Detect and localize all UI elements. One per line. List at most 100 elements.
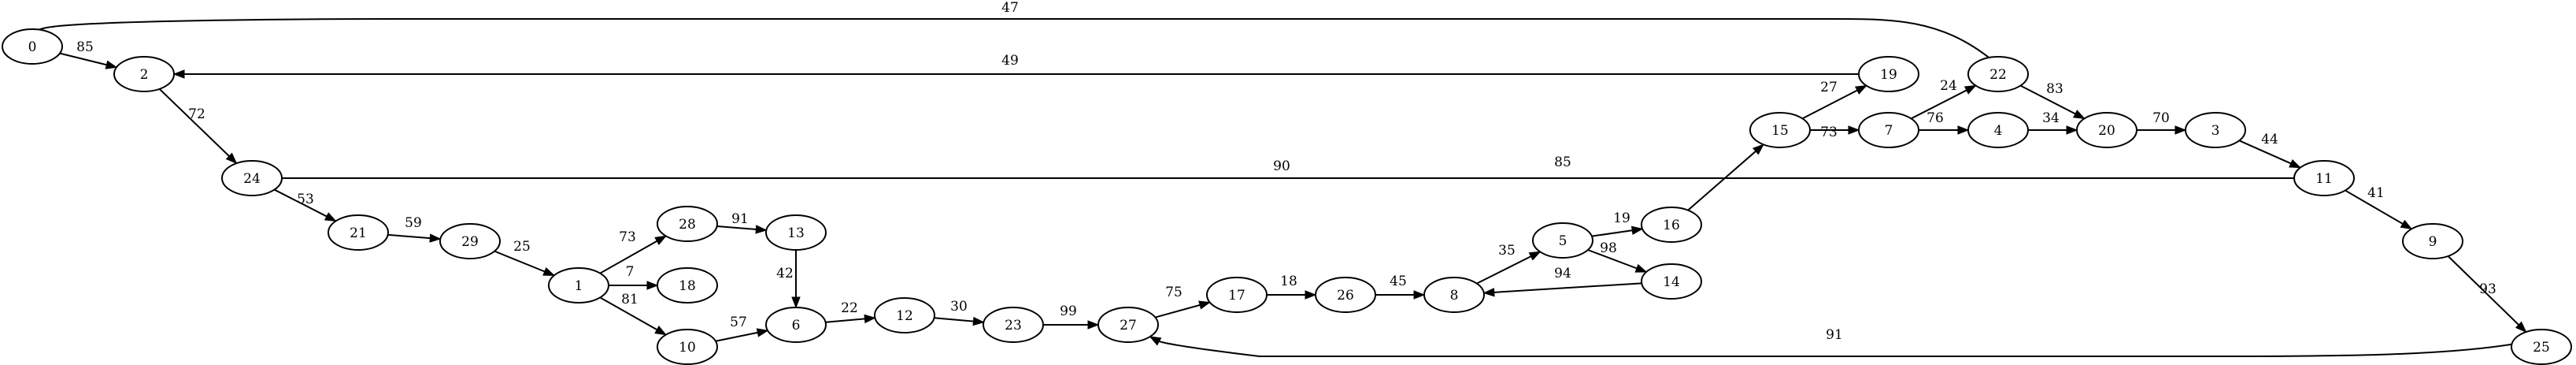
node-17: 17 (1206, 277, 1268, 313)
edge-weight-label: 73 (619, 229, 636, 245)
edge-weight-label: 57 (730, 315, 747, 330)
arrowhead (1848, 125, 1860, 135)
node-label: 11 (2315, 171, 2333, 187)
node-label: 25 (2533, 340, 2550, 356)
arrowhead (972, 316, 985, 326)
node-label: 23 (1005, 318, 1022, 333)
edge-6-12: 22 (825, 300, 876, 324)
edge-8-5: 35 (1476, 243, 1542, 285)
edge-line (274, 188, 336, 222)
arrowhead (1087, 320, 1100, 330)
node-ellipse (657, 206, 718, 242)
node-1: 1 (548, 267, 609, 304)
node-ellipse (113, 56, 175, 92)
arrowhead (225, 152, 238, 165)
edge-weight-label: 93 (2479, 281, 2496, 297)
arrowhead (1854, 84, 1867, 95)
node-0: 0 (2, 28, 63, 65)
edge-23-27: 99 (1043, 304, 1100, 330)
edge-weight-label: 85 (1554, 155, 1571, 170)
node-ellipse (2293, 160, 2355, 196)
node-ellipse (439, 223, 501, 259)
node-ellipse (1858, 56, 1919, 92)
edge-weight-label: 99 (1060, 304, 1077, 319)
node-label: 21 (350, 225, 367, 241)
edge-16-15: 85 (1554, 143, 1764, 211)
edge-11-9: 41 (2345, 185, 2413, 230)
node-13: 13 (765, 214, 827, 251)
arrowhead (646, 281, 659, 290)
node-ellipse (2, 28, 63, 65)
node-10: 10 (657, 329, 718, 365)
edge-11-24: 90 (271, 158, 2295, 183)
arrowhead (542, 266, 556, 276)
arrowhead (1752, 143, 1764, 155)
edge-weight-label: 35 (1498, 243, 1516, 259)
edge-5-14: 98 (1587, 240, 1648, 273)
node-label: 15 (1771, 123, 1789, 139)
node-label: 5 (1559, 233, 1567, 249)
arrowhead (1305, 290, 1317, 300)
arrowhead (1630, 225, 1644, 235)
node-ellipse (1858, 112, 1919, 148)
node-19: 19 (1858, 56, 1919, 92)
node-ellipse (2076, 112, 2137, 148)
node-label: 9 (2429, 234, 2437, 250)
edge-weight-label: 73 (1820, 125, 1838, 140)
edge-weight-label: 83 (2046, 81, 2063, 97)
node-ellipse (657, 267, 718, 304)
node-16: 16 (1641, 207, 1702, 243)
node-4: 4 (1967, 112, 2029, 148)
edge-15-19: 27 (1801, 80, 1867, 120)
edge-weight-label: 91 (1826, 327, 1843, 343)
edge-7-4: 76 (1919, 110, 1970, 135)
arrowhead (2174, 125, 2187, 135)
arrowhead (1957, 125, 1970, 135)
edge-weight-label: 30 (950, 299, 968, 315)
node-label: 22 (1989, 67, 2007, 83)
arrowhead (1528, 251, 1542, 261)
edge-10-6: 57 (715, 315, 769, 342)
edge-24-21: 53 (274, 188, 337, 222)
arrowhead (654, 235, 668, 245)
node-ellipse (657, 329, 718, 365)
node-18: 18 (657, 267, 718, 304)
node-21: 21 (328, 214, 389, 251)
node-ellipse (2185, 112, 2246, 148)
node-ellipse (1206, 277, 1268, 313)
node-label: 20 (2098, 123, 2115, 139)
node-label: 26 (1337, 288, 1354, 304)
arrowhead (172, 69, 185, 79)
node-6: 6 (765, 307, 827, 343)
edge-weight-label: 91 (731, 211, 749, 227)
node-label: 1 (575, 278, 583, 294)
edge-weight-label: 27 (1820, 80, 1838, 95)
arrowhead (2289, 158, 2302, 169)
edge-17-26: 18 (1267, 274, 1317, 300)
edge-14-8: 94 (1482, 266, 1642, 297)
node-20: 20 (2076, 112, 2137, 148)
node-ellipse (1967, 56, 2029, 92)
edge-weight-label: 22 (841, 300, 858, 316)
arrowhead (654, 326, 668, 336)
arrowhead (1963, 84, 1977, 95)
edge-line (2238, 140, 2301, 169)
edge-line (494, 250, 555, 277)
edge-line (1801, 84, 1867, 120)
edge-1-28: 73 (599, 229, 668, 274)
edge-5-16: 19 (1591, 210, 1644, 237)
node-ellipse (1967, 112, 2029, 148)
node-27: 27 (1097, 307, 1159, 343)
edge-25-27: 91 (1149, 327, 2516, 357)
edge-15-7: 73 (1810, 125, 1860, 140)
arrowhead (1413, 290, 1426, 300)
node-2: 2 (113, 56, 175, 92)
edge-weight-label: 85 (76, 39, 94, 55)
edge-line (1911, 84, 1976, 120)
edge-9-25: 93 (2447, 255, 2527, 333)
node-29: 29 (439, 223, 501, 259)
edge-22-20: 83 (2019, 81, 2086, 120)
node-label: 10 (679, 340, 696, 356)
